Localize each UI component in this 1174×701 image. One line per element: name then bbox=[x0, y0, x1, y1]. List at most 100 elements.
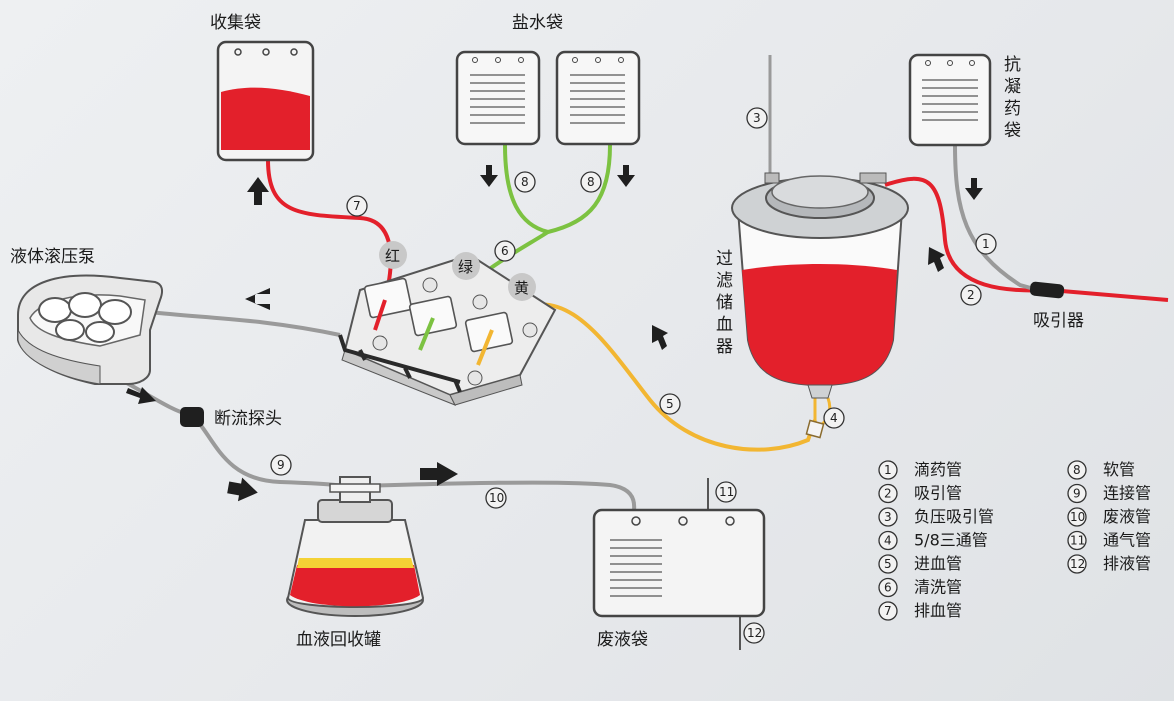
legend-item: 1 滴药管 bbox=[878, 460, 962, 480]
tube-5-inlet bbox=[498, 302, 817, 452]
saline-bags-label: 盐水袋 bbox=[512, 13, 563, 33]
svg-text:10: 10 bbox=[489, 491, 504, 505]
tube-2-suction bbox=[884, 176, 1169, 302]
clamp-green-badge bbox=[452, 252, 480, 280]
legend-text: 排液管 bbox=[1103, 554, 1151, 573]
tube-number-7: 7 bbox=[346, 195, 368, 217]
arrow-down-right-pump bbox=[126, 387, 156, 404]
flow-sensor-label: 断流探头 bbox=[214, 409, 282, 429]
pump-outlet-tube bbox=[149, 310, 341, 337]
tube-7-drain bbox=[266, 159, 393, 301]
svg-text:9: 9 bbox=[277, 458, 285, 472]
legend-number-circle bbox=[1067, 554, 1087, 574]
legend-text: 滴药管 bbox=[914, 460, 962, 479]
legend-number: 12 bbox=[1070, 557, 1085, 571]
tube-9-connect bbox=[193, 416, 346, 488]
legend-text: 5/8三通管 bbox=[914, 531, 988, 550]
legend-text: 吸引管 bbox=[914, 484, 962, 503]
legend-item: 12 排液管 bbox=[1067, 554, 1151, 574]
tube-8a-saline bbox=[503, 144, 549, 234]
waste-bag bbox=[592, 478, 766, 650]
clamp-red-label: 红 bbox=[385, 247, 400, 265]
legend-number: 7 bbox=[884, 604, 892, 618]
legend-item: 5 进血管 bbox=[878, 554, 962, 574]
svg-text:6: 6 bbox=[501, 244, 509, 258]
collection-bag-label: 收集袋 bbox=[210, 13, 261, 33]
legend-number: 9 bbox=[1073, 487, 1081, 501]
arrow-down-anticoag bbox=[965, 178, 983, 200]
legend-text: 清洗管 bbox=[914, 578, 962, 597]
arrow-left-pump bbox=[245, 288, 270, 310]
legend-number: 8 bbox=[1073, 463, 1081, 477]
arrow-down-saline-right bbox=[617, 165, 635, 187]
legend-number: 6 bbox=[884, 581, 892, 595]
tube-number-11: 11 bbox=[715, 481, 737, 503]
tube-number-3: 3 bbox=[746, 107, 768, 129]
legend-number: 2 bbox=[884, 487, 892, 501]
legend-number-circle bbox=[1067, 530, 1087, 551]
clamp-block bbox=[338, 253, 557, 406]
legend-number-circle bbox=[878, 554, 898, 574]
collection-bag bbox=[216, 40, 315, 162]
clamp-yellow-badge bbox=[508, 273, 536, 301]
legend-item: 8 软管 bbox=[1067, 460, 1135, 480]
svg-text:12: 12 bbox=[747, 626, 762, 640]
tube-number-8b: 8 bbox=[580, 171, 602, 193]
filter-reservoir bbox=[731, 172, 909, 439]
tube-number-2: 2 bbox=[960, 284, 982, 306]
svg-text:3: 3 bbox=[753, 111, 761, 125]
clamp-red-badge bbox=[379, 241, 407, 269]
legend-number: 1 bbox=[884, 463, 892, 477]
flow-sensor-probe bbox=[180, 407, 204, 427]
anticoagulant-bag-label: 抗凝药袋 bbox=[1004, 55, 1021, 141]
legend-item: 2 吸引管 bbox=[878, 484, 962, 504]
legend-number: 10 bbox=[1070, 510, 1085, 524]
legend-text: 排血管 bbox=[914, 601, 962, 620]
legend-text: 进血管 bbox=[914, 554, 962, 573]
saline-bag-right bbox=[555, 50, 641, 146]
anticoagulant-bag bbox=[908, 53, 992, 147]
arrow-right-waste bbox=[420, 462, 458, 486]
suction-handle bbox=[1029, 281, 1065, 299]
svg-text:2: 2 bbox=[967, 288, 975, 302]
pump-label: 液体滚压泵 bbox=[10, 247, 95, 267]
tube-number-8a: 8 bbox=[514, 171, 536, 193]
legend-number-circle bbox=[878, 460, 898, 480]
tube-10-waste bbox=[359, 480, 637, 511]
svg-text:8: 8 bbox=[587, 175, 595, 189]
svg-text:1: 1 bbox=[982, 237, 990, 251]
legend-number-circle bbox=[1067, 483, 1087, 504]
legend-number: 4 bbox=[884, 534, 892, 548]
svg-text:5: 5 bbox=[666, 397, 674, 411]
svg-text:11: 11 bbox=[719, 485, 734, 499]
tube-number-12: 12 bbox=[743, 622, 765, 644]
tube-number-6: 6 bbox=[494, 240, 516, 262]
clamp-green-label: 绿 bbox=[458, 258, 473, 276]
legend-number: 5 bbox=[884, 557, 892, 571]
recovery-tank-label: 血液回收罐 bbox=[296, 630, 381, 650]
arrow-down-saline-left bbox=[480, 165, 498, 187]
blood-recovery-tank bbox=[286, 476, 425, 617]
svg-text:4: 4 bbox=[830, 411, 838, 425]
arrow-right-tank bbox=[227, 477, 258, 502]
legend-text: 连接管 bbox=[1103, 484, 1151, 503]
legend-item: 7 排血管 bbox=[878, 601, 962, 621]
legend-item: 6 清洗管 bbox=[878, 578, 962, 598]
arrow-up-collection bbox=[247, 177, 269, 205]
legend-item: 4 5/8三通管 bbox=[878, 531, 988, 551]
filter-reservoir-label: 过滤储血器 bbox=[716, 249, 733, 357]
legend-text: 负压吸引管 bbox=[914, 507, 994, 526]
tube-number-1: 1 bbox=[975, 233, 997, 255]
legend-number-circle bbox=[1067, 460, 1087, 480]
legend-number-circle bbox=[1067, 507, 1087, 527]
tube-number-10: 10 bbox=[485, 487, 507, 509]
saline-bag-left bbox=[455, 50, 541, 146]
legend-text: 软管 bbox=[1103, 460, 1135, 479]
tube-8b-saline bbox=[547, 144, 612, 234]
tube-number-5: 5 bbox=[659, 393, 681, 415]
tube-number-4: 4 bbox=[823, 407, 845, 429]
